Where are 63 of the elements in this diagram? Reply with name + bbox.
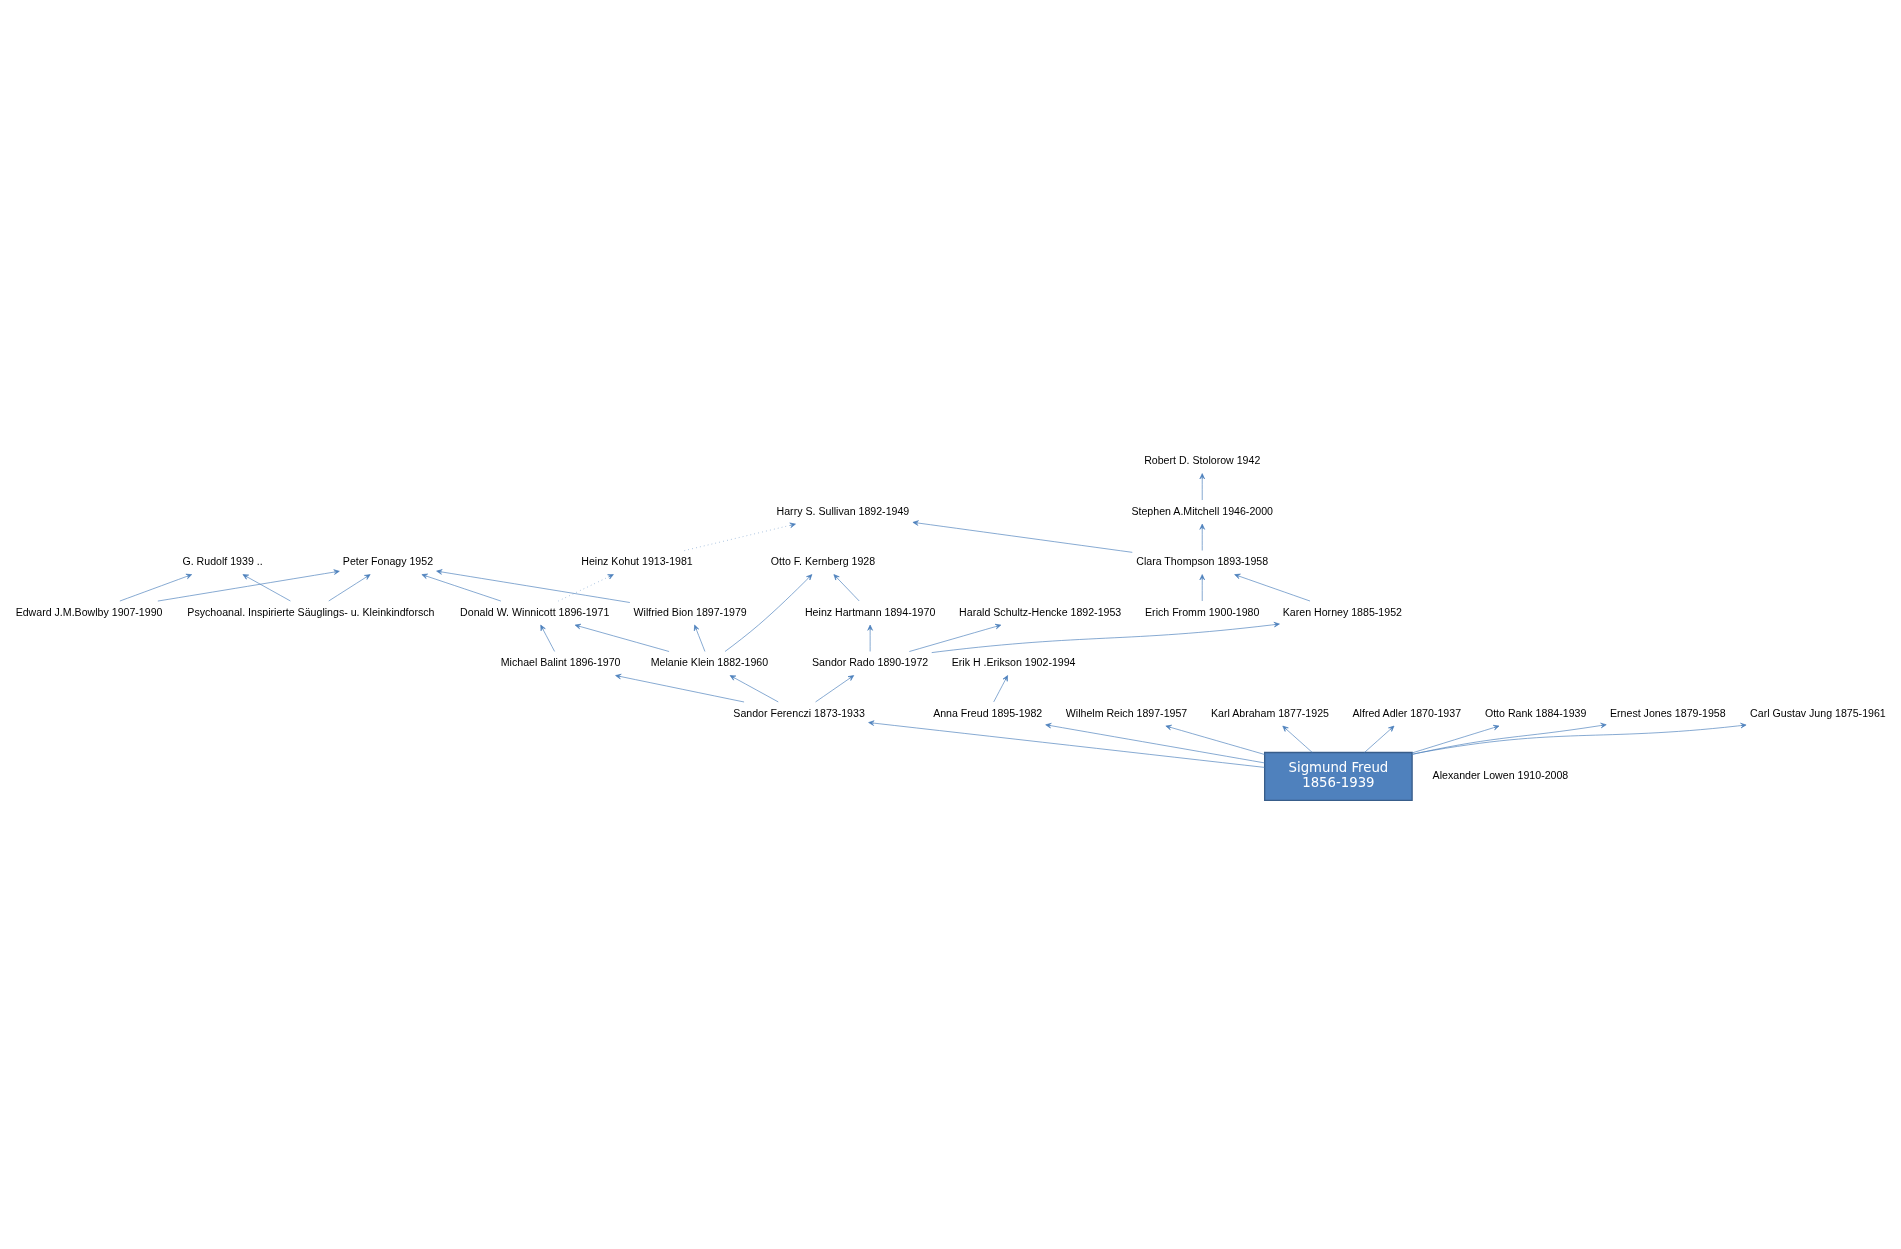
node-text: Clara Thompson 1893-1958 (1135, 554, 1268, 567)
node-text: Stephen A.Mitchell 1946-2000 (1130, 504, 1273, 517)
arrow (1233, 573, 1310, 601)
arrow (1411, 722, 1607, 755)
arrow (1363, 725, 1394, 753)
arrow (866, 624, 873, 652)
arrow (724, 573, 812, 652)
arrow (421, 573, 501, 601)
node-text: Sandor Ferenczi 1873-1933 (732, 706, 865, 719)
arrow (435, 568, 630, 603)
node-text: Robert D. Stolorow 1942 (1143, 453, 1260, 466)
arrow (157, 568, 340, 601)
arrow (683, 522, 796, 551)
node-text: Karen Horney 1885-1952 (1282, 605, 1402, 618)
arrow (814, 674, 854, 702)
arrow (1411, 722, 1746, 754)
node-text: Peter Fonagy 1952 (342, 554, 433, 567)
node-text: Otto Rank 1884-1939 (1484, 706, 1586, 719)
arrow (729, 674, 779, 702)
arrow (1281, 725, 1313, 753)
arrow (912, 519, 1133, 553)
node-text: Michael Balint 1896-1970 (500, 655, 620, 668)
arrow (1199, 573, 1205, 601)
arrow (1165, 724, 1265, 755)
node-text: Alfred Adler 1870-1937 (1352, 706, 1461, 719)
arrow (1199, 523, 1205, 551)
node-text: Heinz Kohut 1913-1981 (580, 554, 693, 567)
node-text: Psychoanal. Inspirierte Säuglings- u. Kleinkindforsch (186, 605, 434, 618)
node-text: Sandor Rado 1890-1972 (811, 655, 928, 668)
arrow (992, 674, 1008, 702)
node-text: Karl Abraham 1877-1925 (1210, 706, 1329, 719)
node-text: Harry S. Sullivan 1892-1949 (776, 504, 909, 517)
node-text: Donald W. Winnicott 1896-1971 (459, 605, 609, 618)
arrow (867, 719, 1265, 768)
node-text: Harald Schultz-Hencke 1892-1953 (958, 605, 1121, 618)
arrow (908, 623, 1001, 652)
node-text: Otto F. Kernberg 1928 (770, 554, 875, 567)
node-text: Ernest Jones 1879-1958 (1609, 706, 1726, 719)
arrow (1199, 472, 1205, 500)
node-text: Carl Gustav Jung 1875-1961 (1749, 706, 1886, 719)
arrow (574, 623, 669, 652)
node-text: Alexander Lowen 1910-2008 (1432, 768, 1568, 781)
node-text: Heinz Hartmann 1894-1970 (804, 605, 935, 618)
node-box: Sigmund Freud 1856-1939 (1263, 751, 1413, 801)
node-text: Wilhelm Reich 1897-1957 (1065, 706, 1187, 719)
node-text: Edward J.M.Bowlby 1907-1990 (15, 605, 162, 618)
node-text: Anna Freud 1895-1982 (932, 706, 1042, 719)
node-text: Wilfried Bion 1897-1979 (633, 605, 747, 618)
node-text: Melanie Klein 1882-1960 (650, 655, 768, 668)
arrow (833, 573, 860, 601)
arrow (557, 573, 614, 601)
arrow (930, 621, 1280, 653)
node-text: Erik H .Erikson 1902-1994 (951, 655, 1076, 668)
arrow (1044, 722, 1265, 763)
node-text: G. Rudolf 1939 .. (181, 554, 263, 567)
arrow (327, 573, 370, 601)
arrow (614, 673, 744, 702)
node-text: Erich Fromm 1900-1980 (1144, 605, 1259, 618)
arrow (119, 573, 192, 601)
arrow (539, 624, 555, 652)
arrow (242, 573, 291, 601)
arrow (693, 624, 705, 652)
arrow (1411, 724, 1499, 753)
